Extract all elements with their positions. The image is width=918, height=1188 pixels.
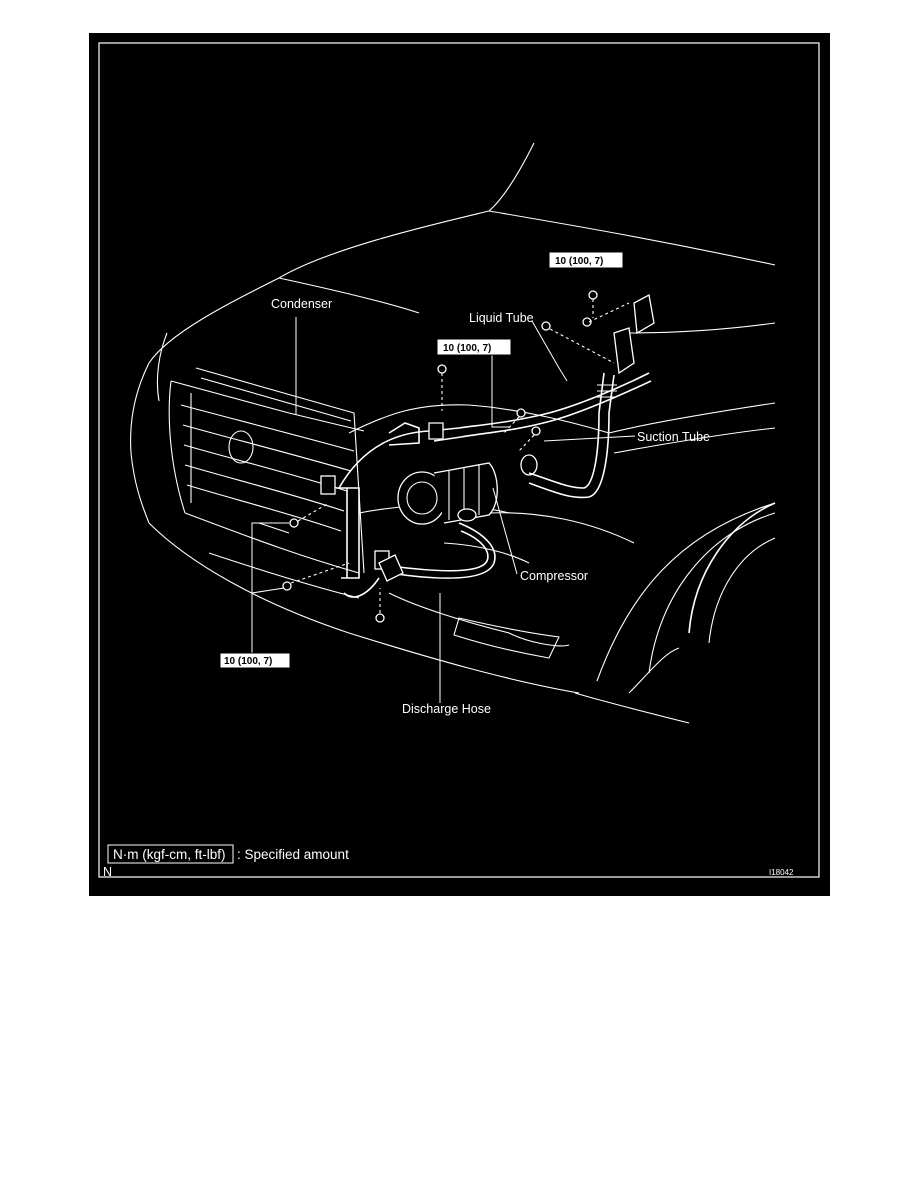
- torque-box-top-center: 10 (100, 7): [436, 338, 512, 356]
- svg-text:10 (100, 7): 10 (100, 7): [443, 343, 491, 354]
- bolt-top-right: [588, 290, 598, 300]
- condenser-label: Condenser: [271, 297, 332, 311]
- bolt-center-b: [531, 426, 541, 436]
- compressor-label: Compressor: [520, 569, 588, 583]
- suction-tube-label: Suction Tube: [637, 430, 710, 444]
- bolt-left-b: [282, 581, 292, 591]
- inner-border: [98, 42, 820, 878]
- liquid-tube: [338, 372, 652, 489]
- torque-box-top-right: 10 (100, 7): [548, 251, 624, 269]
- svg-text:10 (100, 7): 10 (100, 7): [555, 256, 603, 267]
- bolt-right-b: [541, 321, 551, 331]
- legend-unit-box: N·m (kgf-cm, ft-lbf): [113, 847, 226, 862]
- leader-lines: [251, 317, 636, 703]
- svg-text:10 (100, 7): 10 (100, 7): [224, 656, 272, 667]
- bolt-center-top: [437, 364, 447, 374]
- car-body-outline: [130, 142, 776, 724]
- bolt-left-a: [289, 518, 299, 528]
- upper-bracket: [320, 475, 336, 495]
- liquid-tube-label: Liquid Tube: [469, 311, 534, 325]
- discharge-hose-label: Discharge Hose: [402, 702, 491, 716]
- condenser-assembly: [320, 475, 390, 579]
- bolt-bottom: [375, 613, 385, 623]
- legend: N·m (kgf-cm, ft-lbf) : Specified amount: [107, 844, 349, 864]
- diagram-frame: Condenser Liquid Tube Suction Tube Compr…: [89, 33, 830, 896]
- torque-box-bottom-left: 10 (100, 7): [219, 652, 291, 669]
- corner-letter: N: [103, 865, 112, 879]
- bolt-center-a: [516, 408, 526, 418]
- bolt-right-a: [582, 317, 592, 327]
- ac-system-illustration: Condenser Liquid Tube Suction Tube Compr…: [98, 42, 820, 879]
- figure-id: I18042: [769, 868, 794, 877]
- compressor-assembly: [397, 454, 538, 525]
- discharge-hose: [343, 522, 496, 598]
- suction-tube: [528, 294, 655, 499]
- fasteners: [282, 290, 630, 623]
- legend-text: : Specified amount: [237, 847, 349, 862]
